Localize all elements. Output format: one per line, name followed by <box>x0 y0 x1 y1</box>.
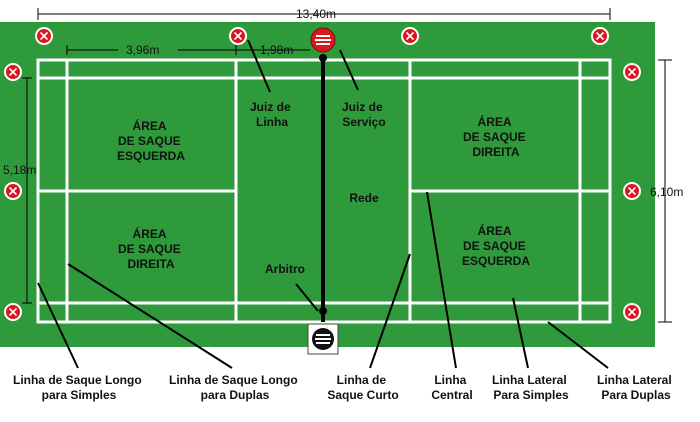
line-judge-marker-icon <box>35 27 53 45</box>
area-label-left-top: ÁREA DE SAQUE ESQUERDA <box>117 118 185 163</box>
service-area-labels: ÁREA DE SAQUE ESQUERDA ÁREA DE SAQUE DIR… <box>117 114 530 271</box>
line-judge-marker-icon <box>4 63 22 81</box>
leader-lines <box>37 39 609 369</box>
net-label: Rede <box>349 191 379 205</box>
caption-center-line: Linha Central <box>431 373 472 402</box>
total-width-label: 6,10m <box>650 185 683 199</box>
area-label-left-bottom: ÁREA DE SAQUE DIREITA <box>118 226 184 271</box>
captions: Linha de Saque Longo para Simples Linha … <box>13 373 675 402</box>
line-judge-marker-icon <box>623 303 641 321</box>
line-judge-marker-icon <box>401 27 419 45</box>
service-depth-label: 3,96m <box>126 43 159 57</box>
umpire-label: Arbitro <box>265 262 305 276</box>
net-post-bottom <box>319 307 327 315</box>
area-label-right-top: ÁREA DE SAQUE DIREITA <box>463 114 529 159</box>
net-post-top <box>319 54 327 62</box>
line-judge-label: Juiz de Linha <box>250 100 294 129</box>
umpire-chair-icon <box>307 323 339 355</box>
short-zone-label: 1,98m <box>260 43 293 57</box>
caption-long-service-doubles: Linha de Saque Longo para Duplas <box>169 373 301 402</box>
total-length-label: 13,40m <box>296 7 336 21</box>
line-judge-marker-icon <box>623 63 641 81</box>
service-judge-icon <box>310 27 336 53</box>
line-judge-marker-icon <box>4 303 22 321</box>
line-judge-marker-icon <box>623 182 641 200</box>
court-grass <box>0 22 655 347</box>
service-judge-label: Juiz de Serviço <box>342 100 386 129</box>
caption-long-service-singles: Linha de Saque Longo para Simples <box>13 373 145 402</box>
line-judge-marker-icon <box>4 182 22 200</box>
area-label-right-bottom: ÁREA DE SAQUE ESQUERDA <box>462 223 530 268</box>
line-judge-marker-icon <box>229 27 247 45</box>
line-judge-marker-icon <box>591 27 609 45</box>
caption-side-line-singles: Linha Lateral Para Simples <box>492 373 570 402</box>
line-judge-markers <box>4 27 641 321</box>
dimension-lines <box>22 8 672 323</box>
doubles-width-label: 5,18m <box>3 163 36 177</box>
caption-short-service-line: Linha de Saque Curto <box>327 373 398 402</box>
caption-side-line-doubles: Linha Lateral Para Duplas <box>597 373 675 402</box>
